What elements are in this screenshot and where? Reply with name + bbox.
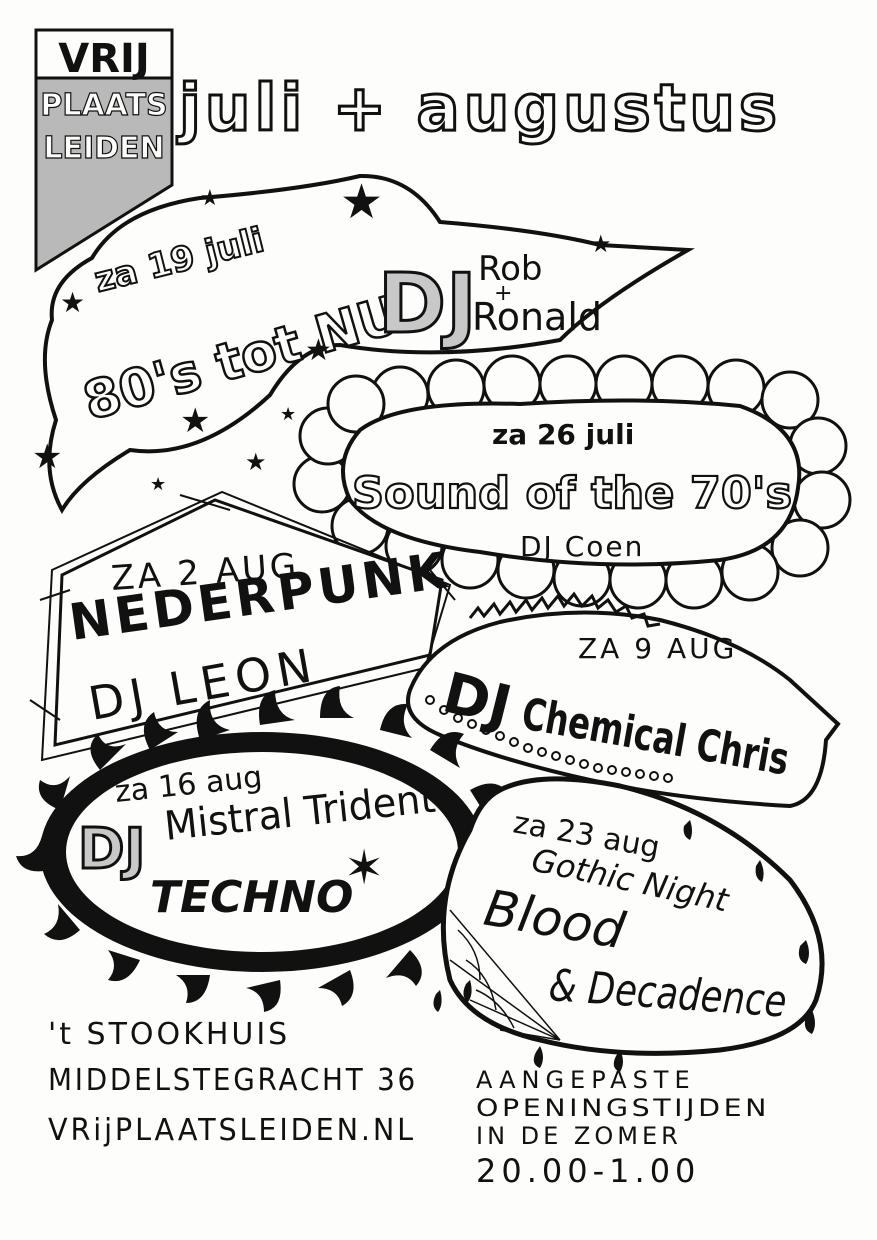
event-5-dj: DJ bbox=[78, 817, 145, 882]
star-icon: ★ bbox=[245, 448, 267, 476]
venue-address: MIDDELSTEGRACHT 36 bbox=[48, 1063, 418, 1098]
star-icon: ★ bbox=[305, 333, 332, 368]
event-6: za 23 aug Gothic Night Blood & Decadence bbox=[433, 776, 825, 1072]
event-1-bubble bbox=[42, 173, 695, 515]
logo-line-1: VRIJ bbox=[58, 36, 150, 82]
event-5-genre: TECHNO bbox=[150, 872, 353, 923]
poster-title: juli + augustus bbox=[176, 72, 781, 146]
hours-line-3: IN DE ZOMER bbox=[476, 1122, 682, 1150]
hours-line-2: OPENINGSTIJDEN bbox=[476, 1094, 770, 1122]
venue-info: 't STOOKHUIS MIDDELSTEGRACHT 36 VRijPLAA… bbox=[48, 1017, 418, 1148]
starfish-icon: ✶ bbox=[344, 840, 384, 896]
logo-line-3: LEIDEN bbox=[43, 131, 164, 166]
event-4-date: ZA 9 AUG bbox=[578, 632, 737, 665]
sun-flames bbox=[16, 686, 512, 1012]
event-2-dj: DJ Coen bbox=[520, 530, 644, 563]
star-icon: ★ bbox=[340, 174, 383, 230]
star-icon: ★ bbox=[60, 286, 85, 319]
star-icon: ★ bbox=[590, 230, 612, 258]
event-2-date: za 26 juli bbox=[492, 418, 634, 451]
star-icon: ★ bbox=[180, 401, 210, 441]
event-2: za 26 juli Sound of the 70's DJ Coen bbox=[292, 354, 852, 610]
event-1-name-line-1: Rob bbox=[478, 249, 542, 289]
event-1-dj: DJ bbox=[378, 257, 477, 352]
event-5: za 16 aug DJ Mistral Trident TECHNO ✶ bbox=[16, 686, 512, 1012]
event-2-theme: Sound of the 70's bbox=[352, 468, 792, 519]
star-icon: ★ bbox=[280, 404, 296, 425]
blood-drips bbox=[433, 820, 815, 1072]
event-4-bubble bbox=[406, 610, 841, 809]
dotted-border bbox=[425, 695, 673, 783]
star-icon: ★ bbox=[200, 186, 220, 211]
logo-line-2: PLAATS bbox=[40, 88, 167, 123]
event-2-bubble bbox=[341, 398, 802, 567]
event-5-bubble bbox=[66, 752, 458, 952]
star-icon: ★ bbox=[32, 437, 62, 477]
event-3: ZA 2 AUG NEDERPUNK DJ LEON bbox=[29, 490, 456, 762]
logo-badge: VRIJ PLAATS LEIDEN bbox=[34, 28, 174, 273]
hours-time: 20.00-1.00 bbox=[476, 1152, 700, 1190]
spiderweb-icon bbox=[449, 909, 561, 1041]
event-6-bubble bbox=[440, 776, 825, 1056]
event-4-dj: DJ bbox=[437, 661, 518, 740]
venue-website[interactable]: VRijPLAATSLEIDEN.NL bbox=[48, 1113, 416, 1148]
event-4: ZA 9 AUG DJ Chemical Chris bbox=[406, 591, 841, 809]
opening-hours: AANGEPASTE OPENINGSTIJDEN IN DE ZOMER 20… bbox=[476, 1066, 770, 1190]
event-1-plus: + bbox=[494, 281, 512, 306]
venue-name: 't STOOKHUIS bbox=[48, 1017, 290, 1052]
event-1-name-line-2: Ronald bbox=[472, 295, 602, 339]
event-1: za 19 juli 80's tot NU DJ Rob + Ronald ★… bbox=[32, 173, 695, 515]
hours-line-1: AANGEPASTE bbox=[476, 1066, 696, 1094]
star-icon: ★ bbox=[150, 474, 166, 495]
